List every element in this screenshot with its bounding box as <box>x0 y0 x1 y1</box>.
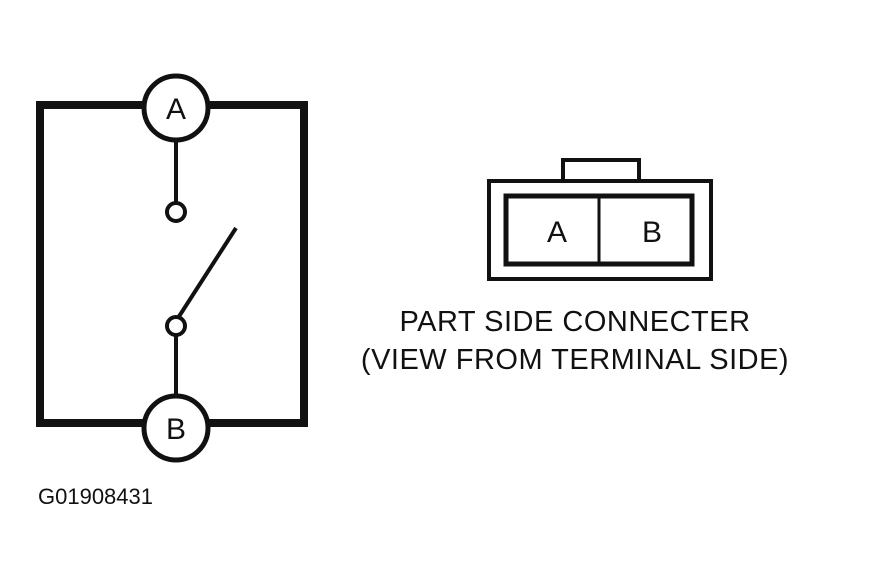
connector-face: A B <box>487 158 713 281</box>
connector-caption-title: PART SIDE CONNECTER <box>399 306 751 338</box>
terminal-b-circle <box>141 393 211 463</box>
connector-cell-b-label: B <box>642 216 662 249</box>
connector-caption-subtitle: (VIEW FROM TERMINAL SIDE) <box>360 344 790 376</box>
terminal-a-label: A <box>166 93 186 126</box>
circuit-frame <box>36 101 308 427</box>
switch-blade <box>176 226 238 320</box>
upper-contact <box>165 201 187 223</box>
connector-cell-a-label: A <box>547 216 567 249</box>
lower-contact <box>165 315 187 337</box>
connector-latch <box>561 158 641 184</box>
terminal-a-circle <box>141 73 211 143</box>
figure-id: G01908431 <box>38 484 153 509</box>
switch-schematic: A B <box>36 73 308 463</box>
terminal-b-label: B <box>166 413 186 446</box>
